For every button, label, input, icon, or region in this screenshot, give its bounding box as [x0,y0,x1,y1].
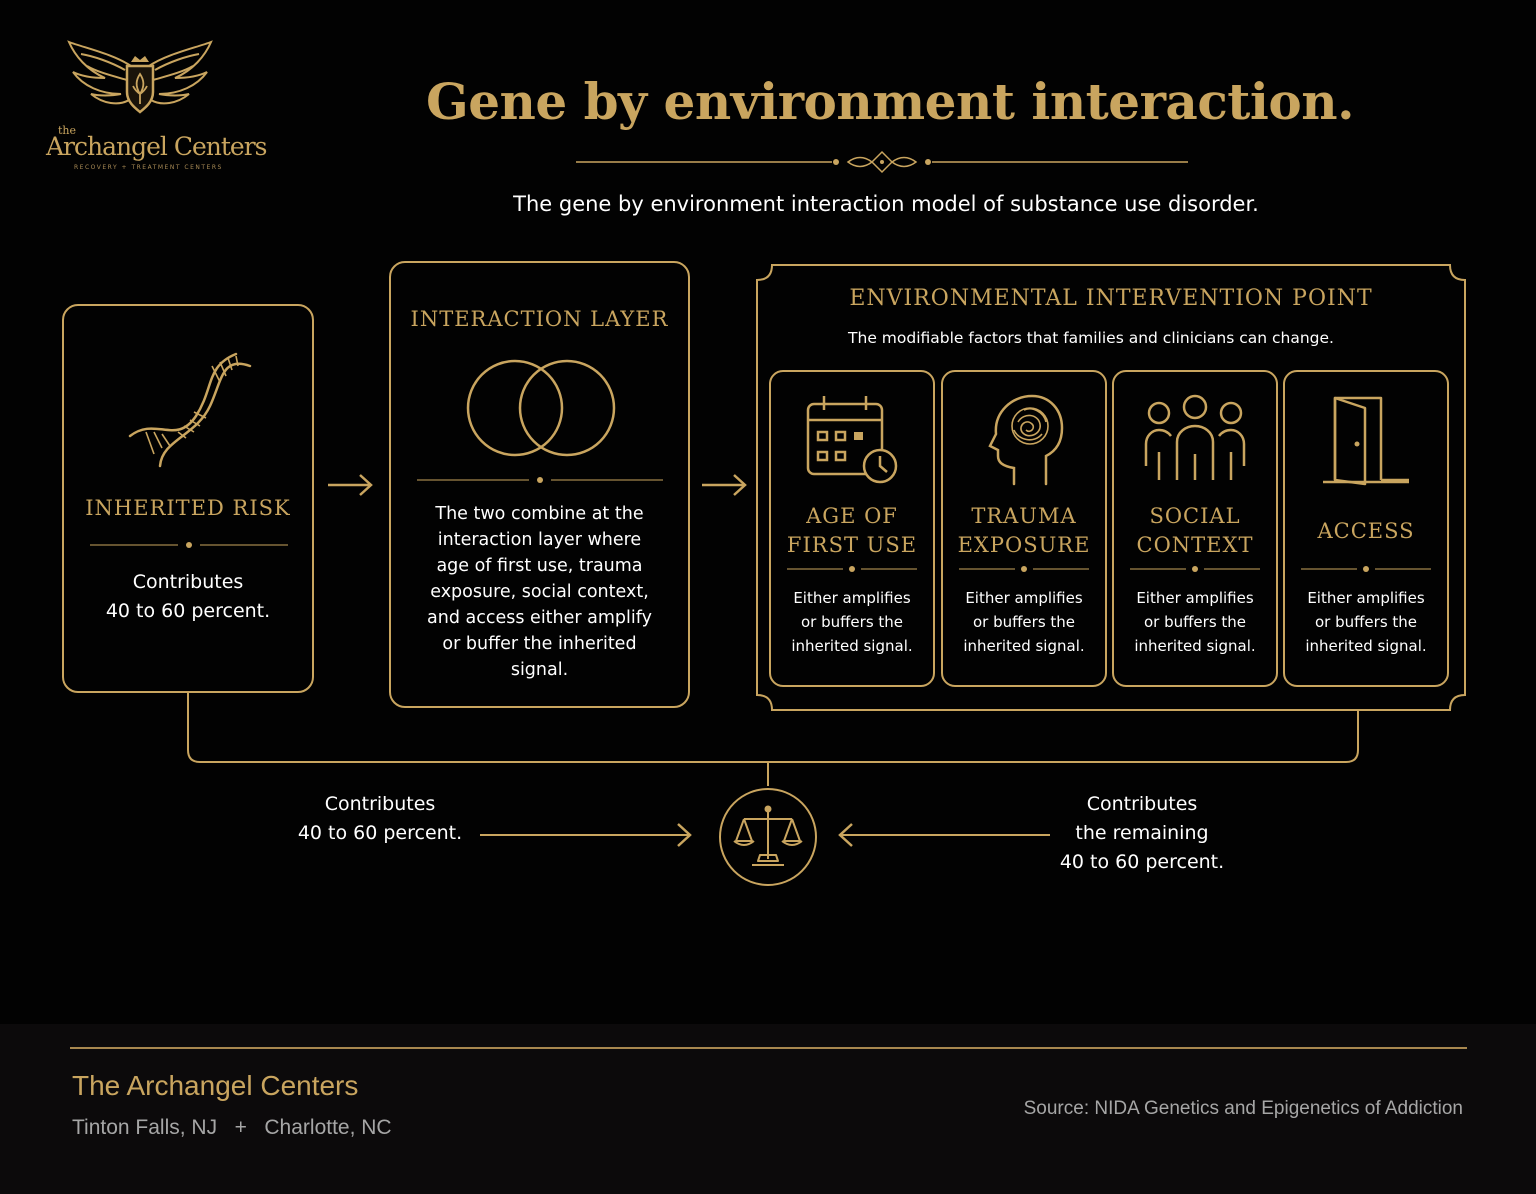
factor-card-trauma-exposure: TRAUMA EXPOSURE Either amplifies or buff… [941,370,1107,687]
ornament-divider [576,150,1188,174]
left-contribution-line2: 40 to 60 percent. [297,822,463,844]
location-charlotte: Charlotte, NC [264,1116,392,1139]
environmental-subtitle: The modifiable factors that families and… [848,329,1334,347]
factor-body-line: or buffers the [1143,613,1247,631]
head-brain-icon [988,394,1064,486]
factor-title-line: ACCESS [1317,519,1415,543]
factor-card-age-of-first-use: AGE OF FIRST USE Either amplifies or buf… [769,370,935,687]
interaction-body-line: or buffer the inherited [442,634,637,654]
environmental-frame [756,264,1466,711]
open-door-icon [1323,396,1409,486]
card-divider [787,566,917,572]
page-title: Gene by environment interaction. [426,72,1354,131]
inherited-risk-body-line1: Contributes [132,571,244,593]
factor-title-line: TRAUMA [971,504,1077,528]
factor-body-line: Either amplifies [1307,589,1425,607]
connector-lines [187,693,1359,786]
factor-body-line: inherited signal. [791,637,913,655]
logo-the: the [58,124,77,137]
winged-shield-icon [67,40,213,114]
factor-body-line: inherited signal. [963,637,1085,655]
factor-body-line: inherited signal. [1134,637,1256,655]
interaction-body-line: signal. [510,660,569,680]
factor-body-line: or buffers the [972,613,1076,631]
inherited-risk-title: INHERITED RISK [85,496,291,520]
card-divider [959,566,1089,572]
arrow-right-icon [328,474,373,496]
logo-tagline: RECOVERY + TREATMENT CENTERS [74,164,223,171]
left-contribution-line1: Contributes [324,793,436,815]
factor-body-line: Either amplifies [1136,589,1254,607]
factor-body-line: or buffers the [800,613,904,631]
page-subtitle: The gene by environment interaction mode… [513,192,1259,216]
factor-body-line: Either amplifies [793,589,911,607]
venn-circles-icon [466,359,616,457]
inherited-risk-body-line2: 40 to 60 percent. [105,600,271,622]
inherited-risk-card: INHERITED RISK Contributes 40 to 60 perc… [62,304,314,693]
card-divider [1301,566,1431,572]
footer-divider [70,1047,1467,1049]
interaction-body-line: The two combine at the [435,504,644,524]
calendar-clock-icon [806,396,898,484]
scales-icon [719,788,817,886]
dna-icon [128,352,252,468]
interaction-body-line: age of first use, trauma [436,556,643,576]
factor-body-line: inherited signal. [1305,637,1427,655]
right-contribution-line3: 40 to 60 percent. [1059,851,1225,873]
location-separator: + [234,1116,247,1139]
right-contribution-line2: the remaining [1075,822,1209,844]
right-contribution-line1: Contributes [1086,793,1198,815]
interaction-layer-card: INTERACTION LAYER The two combine at the… [389,261,690,708]
footer: The Archangel Centers Tinton Falls, NJ +… [0,1024,1536,1194]
factor-title-line: FIRST USE [786,533,918,557]
factor-title-line: SOCIAL [1149,504,1241,528]
footer-org-name: The Archangel Centers [72,1070,359,1101]
archangel-logo: the Archangel Centers RECOVERY + TREATME… [40,36,267,176]
card-divider [1130,566,1260,572]
people-group-icon [1144,394,1246,480]
interaction-layer-title: INTERACTION LAYER [410,307,669,331]
environmental-title: ENVIRONMENTAL INTERVENTION POINT [849,286,1373,311]
factor-title-line: CONTEXT [1136,533,1254,557]
footer-source: Source: NIDA Genetics and Epigenetics of… [1023,1098,1463,1119]
factor-card-access: ACCESS Either amplifies or buffers the i… [1283,370,1449,687]
factor-body-line: Either amplifies [965,589,1083,607]
card-divider [417,477,663,483]
arrow-right-icon [480,823,692,847]
logo-name: Archangel Centers [46,132,267,161]
interaction-body-line: exposure, social context, [430,582,649,602]
interaction-body-line: and access either amplify [427,608,652,628]
factor-title-line: EXPOSURE [957,533,1091,557]
footer-locations: Tinton Falls, NJ + Charlotte, NC [72,1116,392,1140]
arrow-left-icon [838,823,1050,847]
location-tinton-falls: Tinton Falls, NJ [72,1116,218,1139]
card-divider [90,542,288,548]
factor-card-social-context: SOCIAL CONTEXT Either amplifies or buffe… [1112,370,1278,687]
interaction-body-line: interaction layer where [437,530,642,550]
factor-title-line: AGE OF [806,504,898,528]
arrow-right-icon [702,474,747,496]
factor-body-line: or buffers the [1314,613,1418,631]
